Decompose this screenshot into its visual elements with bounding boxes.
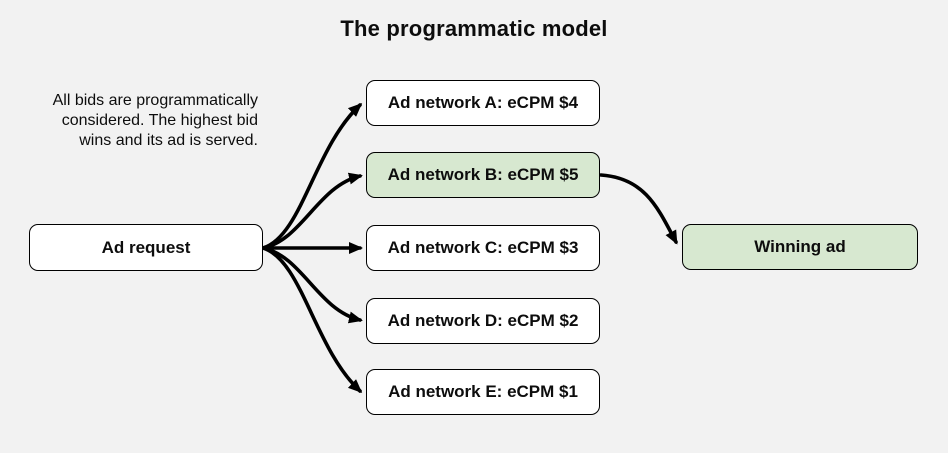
node-network-b-highest-bid: Ad network B: eCPM $5 [366, 152, 600, 198]
node-winning-ad: Winning ad [682, 224, 918, 270]
node-label: Ad network E: eCPM $1 [388, 382, 578, 401]
node-label: Ad request [101, 237, 191, 257]
page-title: The programmatic model [340, 16, 608, 41]
arrow-ad-request-to-network-e [261, 246, 363, 394]
node-label: Ad network D: eCPM $2 [387, 311, 579, 330]
arrow-network-b-to-winning-ad [599, 173, 678, 245]
node-ad-request: Ad request [29, 224, 263, 271]
arrow-ad-request-to-network-a [261, 102, 363, 250]
arrow-ad-request-to-network-d [261, 246, 363, 324]
explanatory-note: All bids are programmatically considered… [52, 92, 258, 149]
node-network-a: Ad network A: eCPM $4 [366, 80, 600, 126]
node-label: Ad network B: eCPM $5 [387, 165, 579, 184]
node-label: Ad network A: eCPM $4 [387, 93, 579, 112]
node-label: Winning ad [754, 237, 846, 256]
arrow-ad-request-to-network-b [261, 172, 363, 250]
node-network-e: Ad network E: eCPM $1 [366, 369, 600, 415]
node-network-d: Ad network D: eCPM $2 [366, 298, 600, 344]
node-label: Ad network C: eCPM $3 [387, 238, 579, 257]
node-network-c: Ad network C: eCPM $3 [366, 225, 600, 271]
